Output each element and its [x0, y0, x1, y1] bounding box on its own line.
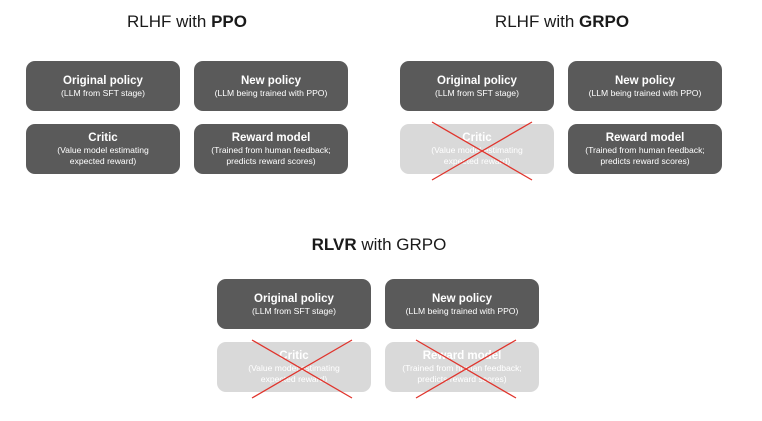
- critic-box-removed: Critic (Value model estimating expected …: [400, 124, 554, 174]
- original-policy-box: Original policy (LLM from SFT stage): [26, 61, 180, 111]
- panel-heading-rlvr-grpo: RLVR with GRPO: [311, 235, 447, 254]
- original-policy-box: Original policy (LLM from SFT stage): [217, 279, 371, 329]
- panel-heading-rlhf-ppo: RLHF with PPO: [127, 12, 247, 31]
- box-title: Reward model: [231, 132, 311, 144]
- box-title: Reward model: [605, 132, 685, 144]
- new-policy-box: New policy (LLM being trained with PPO): [568, 61, 722, 111]
- reward-model-box: Reward model (Trained from human feedbac…: [194, 124, 348, 174]
- box-subtitle: (Trained from human feedback; predicts r…: [211, 145, 331, 166]
- box-subtitle: (LLM from SFT stage): [252, 305, 336, 316]
- box-title: Reward model: [422, 350, 502, 362]
- box-title: New policy: [431, 292, 493, 305]
- box-title: Original policy: [63, 74, 143, 87]
- new-policy-box: New policy (LLM being trained with PPO): [194, 61, 348, 111]
- panel-heading-rlhf-grpo: RLHF with GRPO: [494, 12, 630, 31]
- box-subtitle: (LLM being trained with PPO): [214, 87, 328, 98]
- critic-box-removed: Critic (Value model estimating expected …: [217, 342, 371, 392]
- reward-model-box-removed: Reward model (Trained from human feedbac…: [385, 342, 539, 392]
- box-subtitle: (Value model estimating expected reward): [431, 145, 523, 166]
- reward-model-box: Reward model (Trained from human feedbac…: [568, 124, 722, 174]
- box-subtitle: (Value model estimating expected reward): [248, 363, 340, 384]
- box-subtitle: (LLM from SFT stage): [435, 87, 519, 98]
- box-title: Critic: [279, 350, 309, 362]
- box-title: Original policy: [437, 74, 517, 87]
- original-policy-box: Original policy (LLM from SFT stage): [400, 61, 554, 111]
- box-subtitle: (Trained from human feedback; predicts r…: [585, 145, 705, 166]
- box-subtitle: (Trained from human feedback; predicts r…: [402, 363, 522, 384]
- box-title: New policy: [614, 74, 676, 87]
- critic-box: Critic (Value model estimating expected …: [26, 124, 180, 174]
- box-title: Critic: [462, 132, 492, 144]
- box-subtitle: (Value model estimating expected reward): [57, 145, 149, 166]
- box-title: Original policy: [254, 292, 334, 305]
- box-title: New policy: [240, 74, 302, 87]
- new-policy-box: New policy (LLM being trained with PPO): [385, 279, 539, 329]
- box-subtitle: (LLM being trained with PPO): [588, 87, 702, 98]
- box-subtitle: (LLM from SFT stage): [61, 87, 145, 98]
- box-subtitle: (LLM being trained with PPO): [405, 305, 519, 316]
- box-title: Critic: [88, 132, 118, 144]
